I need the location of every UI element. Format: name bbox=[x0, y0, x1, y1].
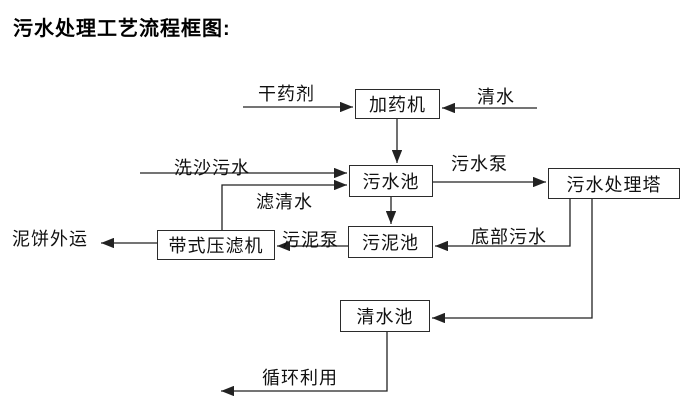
edge-filtered-water-arrow bbox=[221, 179, 347, 230]
flow-label-sewage-pump: 污水泵 bbox=[451, 154, 508, 174]
node-belt-filter-press: 带式压滤机 bbox=[157, 230, 275, 260]
flow-label-filtered-clean-water: 滤清水 bbox=[256, 192, 313, 212]
node-sewage-pool: 污水池 bbox=[349, 165, 433, 197]
node-sludge-pool: 污泥池 bbox=[348, 226, 433, 258]
flow-label-mud-cake-outbound: 泥饼外运 bbox=[12, 229, 88, 249]
edge-tower-to-clean-pool-arrow bbox=[432, 199, 593, 324]
flow-label-dry-agent: 干药剂 bbox=[258, 84, 315, 104]
flow-label-sand-washing-sewage: 洗沙污水 bbox=[174, 158, 250, 178]
node-clean-water-pool: 清水池 bbox=[340, 300, 430, 332]
edge-bottom-sewage-arrow bbox=[435, 199, 571, 252]
flow-label-sludge-pump: 污泥泵 bbox=[282, 230, 339, 250]
flow-label-bottom-sewage: 底部污水 bbox=[471, 227, 547, 247]
page-title: 污水处理工艺流程框图: bbox=[13, 18, 231, 40]
node-dosing-machine: 加药机 bbox=[355, 89, 440, 119]
node-sewage-treatment-tower: 污水处理塔 bbox=[548, 168, 680, 199]
flow-label-recycling-use: 循环利用 bbox=[262, 368, 338, 388]
edge-recycling-arrow bbox=[221, 332, 388, 397]
flow-label-clean-water: 清水 bbox=[477, 87, 515, 107]
